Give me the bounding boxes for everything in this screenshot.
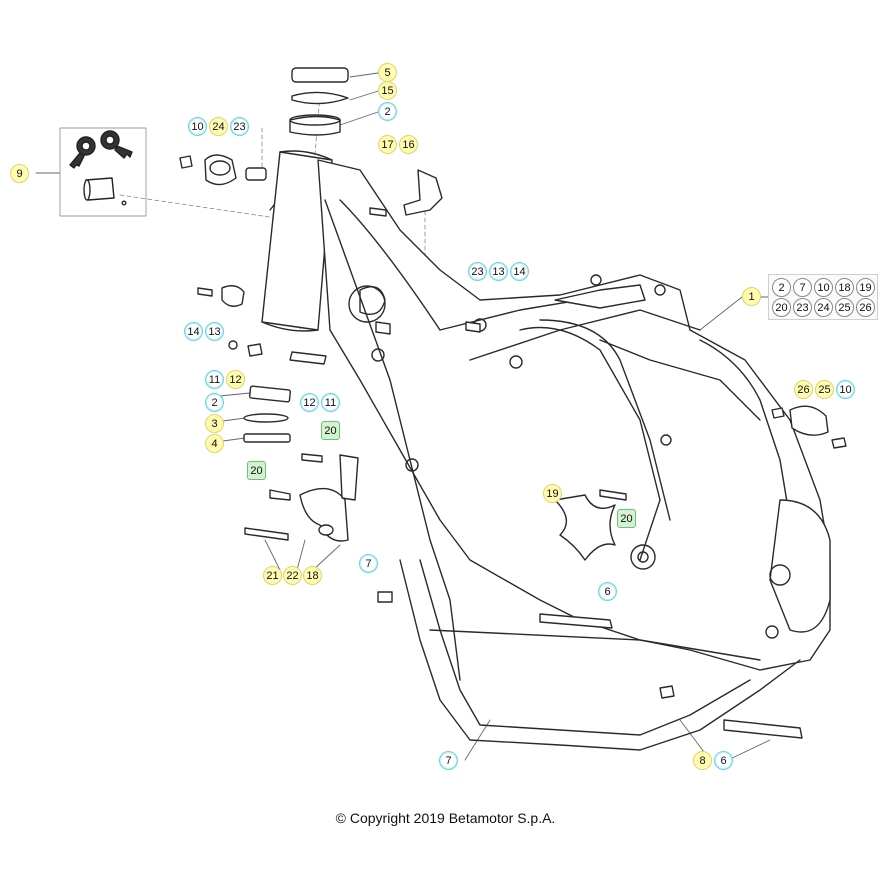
kit-callout-7[interactable]: 7	[793, 278, 812, 297]
callout-10[interactable]: 10	[188, 117, 207, 136]
kit-callout-24[interactable]: 24	[814, 298, 833, 317]
callout-11[interactable]: 11	[205, 370, 224, 389]
callout-14[interactable]: 14	[510, 262, 529, 281]
callout-5[interactable]: 5	[378, 63, 397, 82]
callout-6[interactable]: 6	[714, 751, 733, 770]
callout-22[interactable]: 22	[283, 566, 302, 585]
callout-23[interactable]: 23	[230, 117, 249, 136]
callout-12[interactable]: 12	[300, 393, 319, 412]
callout-14[interactable]: 14	[184, 322, 203, 341]
callout-13[interactable]: 13	[205, 322, 224, 341]
callout-17[interactable]: 17	[378, 135, 397, 154]
callout-20[interactable]: 20	[247, 461, 266, 480]
callout-15[interactable]: 15	[378, 81, 397, 100]
callout-3[interactable]: 3	[205, 414, 224, 433]
copyright-notice: © Copyright 2019 Betamotor S.p.A.	[335, 810, 556, 826]
kit-callout-19[interactable]: 19	[856, 278, 875, 297]
callout-2[interactable]: 2	[378, 102, 397, 121]
callout-2[interactable]: 2	[205, 393, 224, 412]
callout-1[interactable]: 1	[742, 287, 761, 306]
kit-callout-26[interactable]: 26	[856, 298, 875, 317]
kit-callout-18[interactable]: 18	[835, 278, 854, 297]
kit-callout-20[interactable]: 20	[772, 298, 791, 317]
callout-12[interactable]: 12	[226, 370, 245, 389]
callout-9[interactable]: 9	[10, 164, 29, 183]
callout-19[interactable]: 19	[543, 484, 562, 503]
callout-16[interactable]: 16	[399, 135, 418, 154]
callout-6[interactable]: 6	[598, 582, 617, 601]
kit-callout-23[interactable]: 23	[793, 298, 812, 317]
kit-callout-25[interactable]: 25	[835, 298, 854, 317]
callout-20[interactable]: 20	[617, 509, 636, 528]
callout-4[interactable]: 4	[205, 434, 224, 453]
callout-7[interactable]: 7	[359, 554, 378, 573]
callout-11[interactable]: 11	[321, 393, 340, 412]
keys	[69, 130, 133, 169]
callout-26[interactable]: 26	[794, 380, 813, 399]
callout-8[interactable]: 8	[693, 751, 712, 770]
callout-20[interactable]: 20	[321, 421, 340, 440]
callout-23[interactable]: 23	[468, 262, 487, 281]
callout-13[interactable]: 13	[489, 262, 508, 281]
kit-callout-10[interactable]: 10	[814, 278, 833, 297]
callout-24[interactable]: 24	[209, 117, 228, 136]
callout-18[interactable]: 18	[303, 566, 322, 585]
callout-7[interactable]: 7	[439, 751, 458, 770]
callout-25[interactable]: 25	[815, 380, 834, 399]
kit-callout-2[interactable]: 2	[772, 278, 791, 297]
callout-10[interactable]: 10	[836, 380, 855, 399]
kit-reference-box: 2 7 10 18 19 20 23 24 25 26	[768, 274, 878, 320]
callout-21[interactable]: 21	[263, 566, 282, 585]
